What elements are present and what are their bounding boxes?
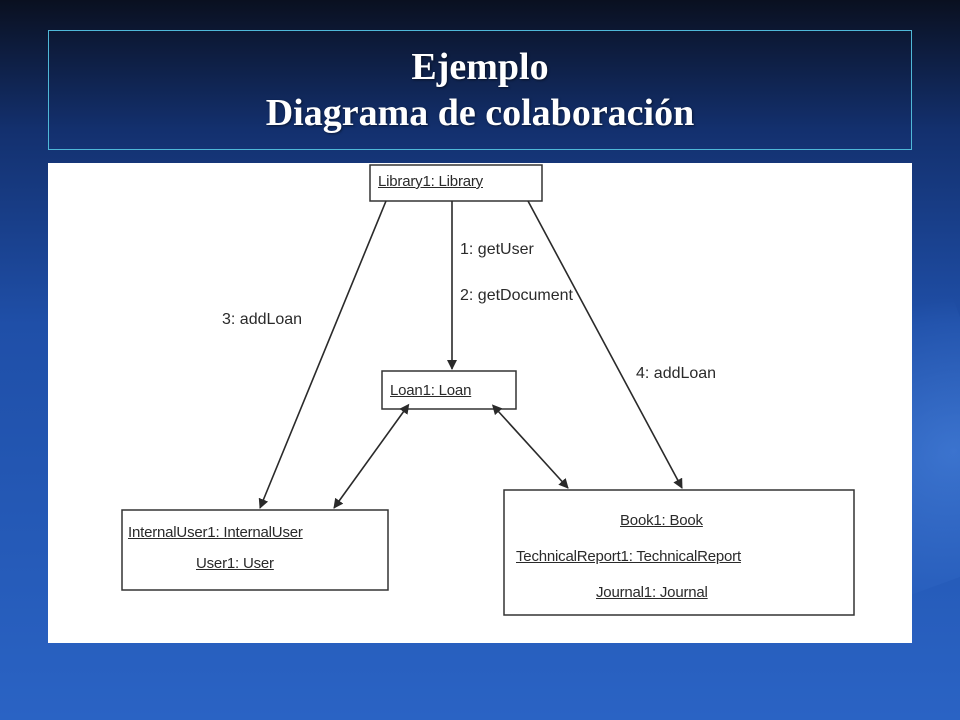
link-library-document: [527, 200, 683, 489]
message-get-user: 1: getUser: [460, 241, 534, 258]
link-library-user: [258, 200, 387, 509]
document-object-box: [503, 489, 855, 616]
message-add-loan-document: 4: addLoan: [636, 365, 717, 382]
user-object-box: [121, 509, 389, 591]
message-get-document: 2: getDocument: [460, 287, 573, 304]
title-line-1: Ejemplo: [411, 45, 549, 88]
slide-title: Ejemplo Diagrama de colaboración: [48, 30, 912, 150]
user-object-label: User1: User: [196, 555, 274, 572]
technical-report-object-label: TechnicalReport1: TechnicalReport: [516, 548, 741, 565]
diagram-canvas: [121, 164, 855, 616]
library-object-box: [369, 164, 543, 202]
link-loan-user: [333, 403, 410, 509]
loan-object-box: [381, 370, 517, 410]
journal-object-label: Journal1: Journal: [596, 584, 708, 601]
collaboration-diagram: Library1: Library Loan1: Loan InternalUs…: [48, 163, 912, 643]
title-line-2: Diagrama de colaboración: [265, 92, 695, 134]
link-loan-document: [491, 404, 569, 489]
library-object-label: Library1: Library: [378, 173, 483, 190]
loan-object-label: Loan1: Loan: [390, 382, 472, 399]
book-object-label: Book1: Book: [620, 512, 703, 529]
internal-user-object-label: InternalUser1: InternalUser: [128, 524, 303, 541]
message-add-loan-user: 3: addLoan: [222, 311, 303, 328]
